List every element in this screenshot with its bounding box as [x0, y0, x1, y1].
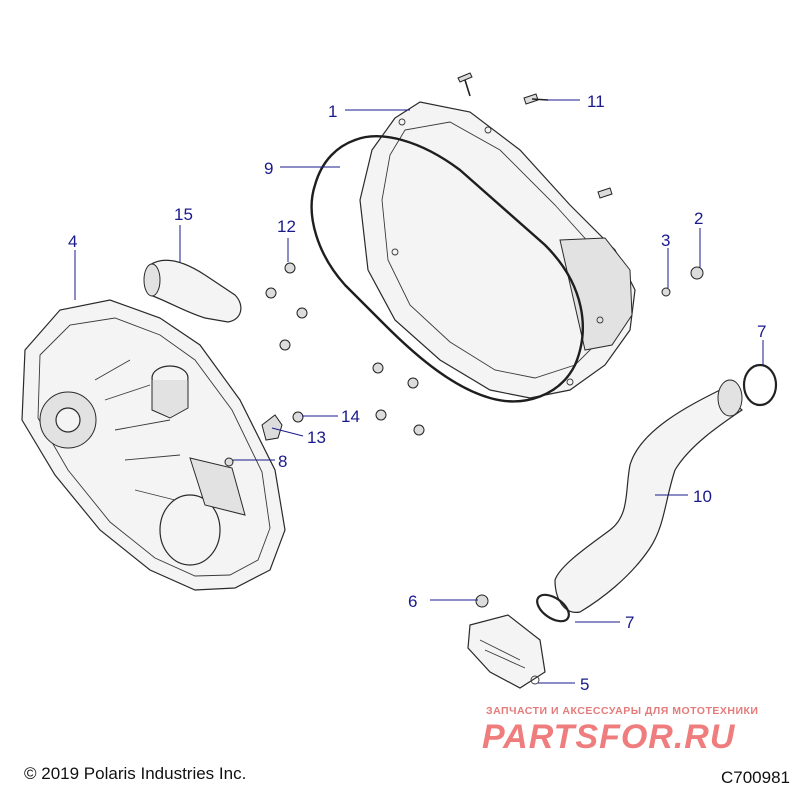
- callout-14: 14: [341, 407, 360, 426]
- callout-12: 12: [277, 217, 296, 236]
- callout-8: 8: [278, 452, 287, 471]
- callout-9: 9: [264, 159, 273, 178]
- callout-10: 10: [693, 487, 712, 506]
- outlet-housing: [467, 614, 546, 689]
- callout-2: 2: [694, 209, 703, 228]
- copyright-notice: © 2019 Polaris Industries Inc.: [24, 764, 247, 783]
- outer-clutch-cover: [21, 299, 286, 591]
- drawing-id: C700981: [720, 768, 790, 787]
- inner-clutch-cover: [359, 101, 636, 399]
- callout-11: 11: [587, 92, 605, 111]
- outlet-duct-hose: [554, 379, 743, 613]
- callout-4: 4: [68, 232, 77, 251]
- callout-7-lower: 7: [625, 613, 634, 632]
- leader-lines: [74, 99, 764, 684]
- callout-1: 1: [328, 102, 337, 121]
- callout-3: 3: [661, 231, 670, 250]
- callout-labels: 1 2 3 4 5 6 7 7 8 9 10 11 12 13 14 15: [68, 92, 766, 694]
- callout-5: 5: [580, 675, 589, 694]
- cover-gasket: [310, 135, 584, 403]
- watermark-logo: PARTSFOR.RU: [482, 718, 736, 756]
- fasteners: [224, 72, 704, 608]
- callout-7-upper: 7: [757, 322, 766, 341]
- callout-6: 6: [408, 592, 417, 611]
- hose-clamp-upper: [742, 363, 778, 407]
- watermark-tagline: ЗАПЧАСТИ И АКСЕССУАРЫ ДЛЯ МОТОТЕХНИКИ: [486, 705, 759, 717]
- hose-clamp-lower: [536, 593, 570, 623]
- callout-13: 13: [307, 428, 326, 447]
- intake-duct: [143, 259, 242, 323]
- callout-15: 15: [174, 205, 193, 224]
